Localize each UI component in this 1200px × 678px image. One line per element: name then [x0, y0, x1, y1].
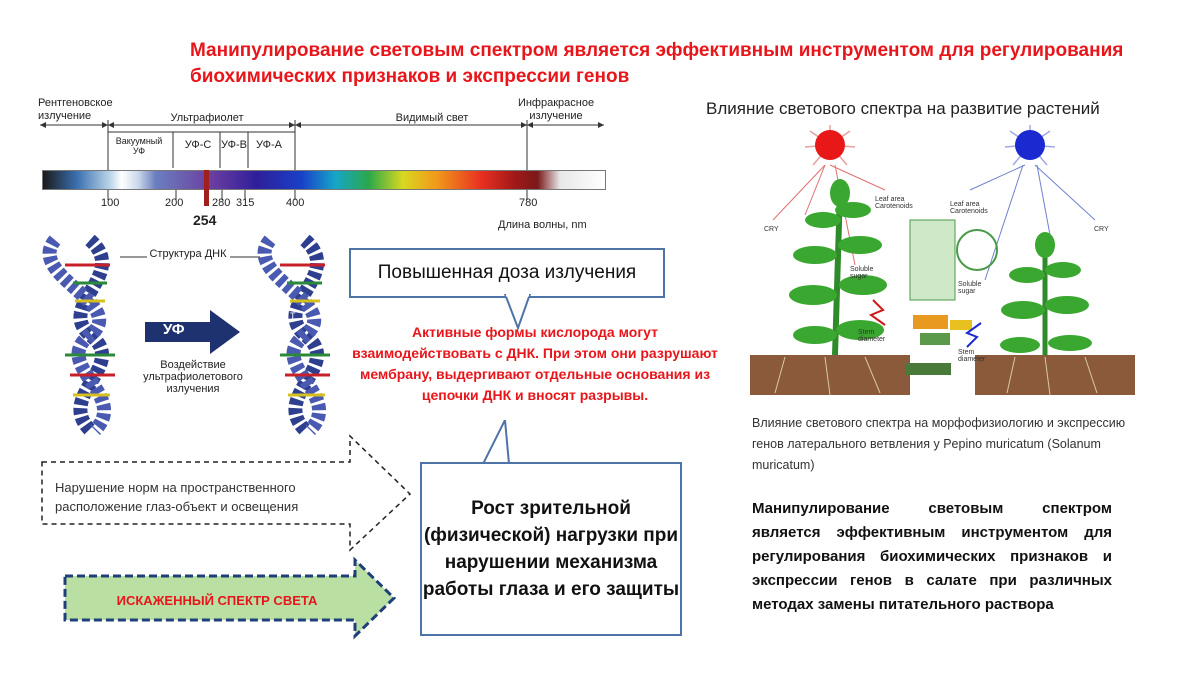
vacuum-uv-label: Вакуумный УФ [115, 136, 163, 156]
dashed-arrow-text: Нарушение норм на пространственного расп… [55, 480, 299, 514]
base-label-left: T [69, 311, 75, 321]
callout-increased-dose: Повышенная доза излучения [349, 248, 665, 298]
stem-diameter-label-left: Stem diameter [858, 329, 886, 343]
tick-400: 400 [286, 197, 305, 209]
dna-structure-label: Структура ДНК [149, 248, 227, 260]
soluble-sugar-label-left: Soluble sugar [850, 266, 874, 280]
uvb-label: УФ-В [221, 139, 247, 151]
uv-effect-label: Воздействие ультрафиолетового излучения [143, 359, 243, 395]
spectrum-bar [42, 170, 606, 190]
tick-315: 315 [236, 197, 255, 209]
cry-label-left: CRY [764, 226, 779, 233]
callout-visual-load-text: Рост зрительной (физической) нагрузки пр… [422, 498, 680, 600]
uv-arrow-label: УФ [163, 321, 185, 338]
green-arrow [63, 556, 397, 640]
spectrum-guides [40, 120, 604, 200]
ros-description: Активные формы кислорода могут взаимодей… [352, 324, 718, 403]
right-title: Влияние светового спектра на развитие ра… [706, 99, 1100, 118]
mark-254-label: 254 [193, 212, 217, 228]
red-sun-icon [804, 125, 856, 166]
leaf-area-label-left: Leaf area Carotenoids [875, 196, 913, 210]
plant-right [1000, 232, 1092, 355]
green-arrow-text: ИСКАЖЕННЫЙ СПЕКТР СВЕТА [116, 593, 318, 608]
callout-increased-dose-text: Повышенная доза излучения [377, 262, 637, 283]
dna-helix-right [257, 235, 330, 435]
right-body-text: Манипулирование световым спектром являет… [752, 500, 1112, 613]
callout-pointer-top [503, 294, 532, 330]
dna-helix-left [42, 235, 115, 435]
dna-illustration [42, 235, 330, 435]
visible-label: Видимый свет [395, 112, 469, 124]
dashed-arrow [41, 434, 412, 552]
tick-200: 200 [165, 197, 184, 209]
uv-arrow-shape [145, 310, 240, 354]
tick-280: 280 [212, 197, 231, 209]
blue-sun-icon [1004, 125, 1056, 166]
plant-diagram [750, 125, 1135, 396]
uv-label: Ультрафиолет [170, 112, 244, 124]
leaf-area-label-right: Leaf area Carotenoids [950, 201, 988, 215]
callout-pointer-bottom [481, 420, 511, 464]
wavelength-axis-label: Длина волны, nm [498, 219, 587, 231]
infrared-label: Инфракрасное излучение [517, 97, 595, 122]
tick-100: 100 [101, 197, 120, 209]
cry-label-right: CRY [1094, 226, 1109, 233]
page-title: Манипулирование световым спектром являет… [190, 40, 1124, 87]
xray-label: Рентгеновское излучение [38, 97, 113, 122]
plant-left [789, 179, 887, 356]
uva-label: УФ-А [256, 139, 282, 151]
soluble-sugar-label-right: Soluble sugar [958, 281, 982, 295]
uv254-marker [204, 170, 209, 206]
base-label-right: T [290, 311, 296, 321]
stem-diameter-label-right: Stem diameter [958, 349, 986, 363]
callout-visual-load: Рост зрительной (физической) нагрузки пр… [420, 462, 682, 636]
uvc-label: УФ-С [184, 139, 212, 151]
tick-780: 780 [519, 197, 538, 209]
plant-caption: Влияние светового спектра на морфофизиол… [752, 416, 1126, 472]
